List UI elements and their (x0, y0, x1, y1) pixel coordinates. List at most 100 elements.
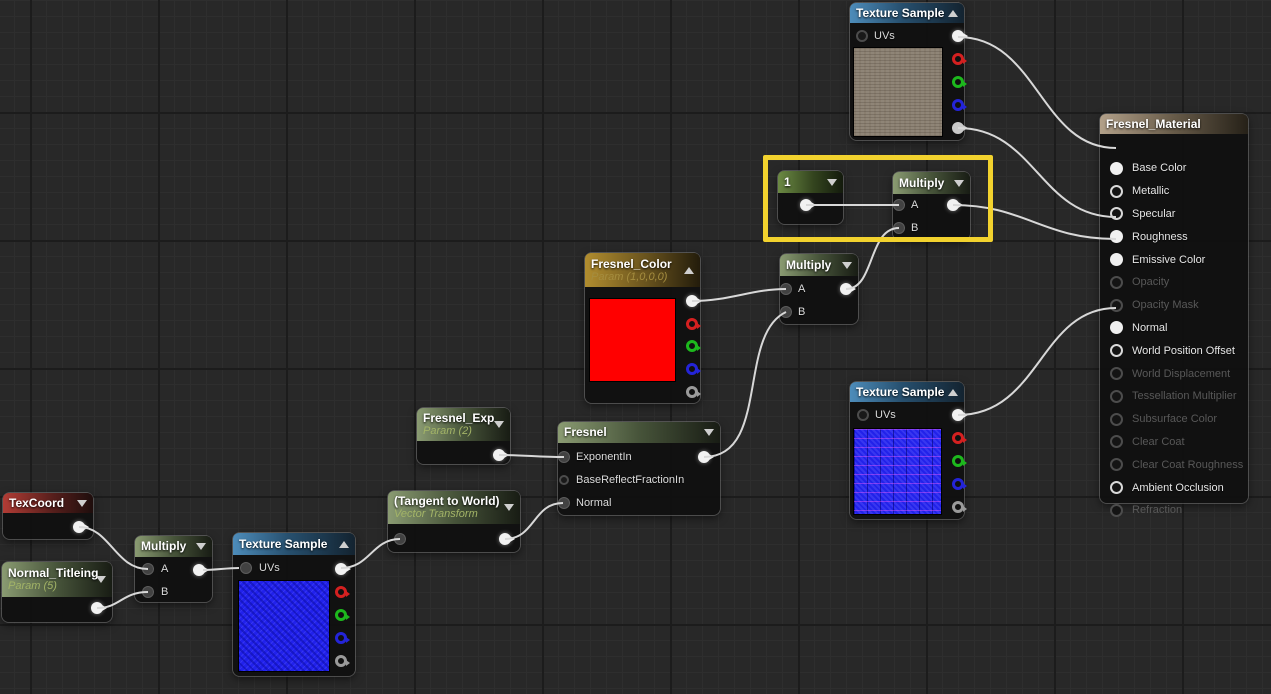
uvs-input-pin[interactable] (240, 562, 252, 574)
node-constant-one[interactable]: 1 (778, 171, 843, 224)
material-pin-row[interactable]: Specular (1100, 203, 1248, 226)
wire-fresnelcolor-to-multiply-a[interactable] (691, 288, 787, 302)
node-normal-tiling[interactable]: Normal_Titleing Param (5) (2, 562, 112, 622)
uvs-input-pin[interactable] (857, 409, 869, 421)
vector-input-pin[interactable] (394, 533, 406, 545)
node-header[interactable]: TexCoord (3, 493, 93, 513)
dropdown-icon[interactable] (842, 261, 852, 269)
g-output-pin[interactable] (952, 76, 967, 88)
node-vector-transform[interactable]: (Tangent to World) Vector Transform (388, 491, 520, 552)
node-fresnel-exp[interactable]: Fresnel_Exp Param (2) (417, 408, 510, 464)
node-header[interactable]: Normal_Titleing Param (5) (2, 562, 112, 597)
collapse-icon[interactable] (948, 9, 958, 17)
result-output-pin[interactable] (698, 451, 714, 463)
b-input-pin[interactable] (142, 586, 154, 598)
b-output-pin[interactable] (686, 363, 701, 375)
ambient-occlusion-pin[interactable] (1110, 481, 1123, 495)
dropdown-icon[interactable] (494, 421, 504, 428)
a-input-pin[interactable] (780, 283, 792, 295)
a-output-pin[interactable] (335, 655, 350, 667)
g-output-pin[interactable] (686, 340, 701, 352)
node-header[interactable]: Fresnel_Exp Param (2) (417, 408, 510, 441)
value-output-pin[interactable] (91, 602, 107, 614)
node-header[interactable]: Texture Sample (850, 3, 964, 23)
material-pin-row[interactable]: Normal (1100, 317, 1248, 340)
material-pin-row[interactable]: Ambient Occlusion (1100, 476, 1248, 499)
material-pin-row[interactable]: World Position Offset (1100, 339, 1248, 362)
b-input-pin[interactable] (780, 306, 792, 318)
exponentin-input-pin[interactable] (558, 451, 570, 463)
a-output-pin[interactable] (952, 501, 967, 513)
refraction-pin (1110, 503, 1123, 517)
specular-pin[interactable] (1110, 207, 1123, 221)
wire-texsample-rgb-to-basecolor[interactable] (957, 36, 1117, 149)
dropdown-icon[interactable] (827, 178, 837, 186)
value-output-pin[interactable] (493, 449, 509, 461)
dropdown-icon[interactable] (96, 576, 106, 583)
rgb-output-pin[interactable] (952, 409, 968, 421)
rgb-output-pin[interactable] (952, 30, 968, 42)
node-texture-sample-bottom[interactable]: Texture Sample UVs (233, 533, 355, 676)
node-header[interactable]: (Tangent to World) Vector Transform (388, 491, 520, 524)
a-output-pin[interactable] (686, 386, 701, 398)
a-input-pin[interactable] (142, 563, 154, 575)
wire-normalmap-rgb-to-normal[interactable] (957, 307, 1117, 416)
r-output-pin[interactable] (952, 53, 967, 65)
node-title: 1 (784, 174, 791, 189)
a-output-pin[interactable] (952, 122, 968, 134)
node-fresnel[interactable]: Fresnel ExponentIn BaseReflectFractionIn… (558, 422, 720, 515)
world-position-offset-pin[interactable] (1110, 344, 1123, 358)
basereflectfractionin-input-pin[interactable] (559, 475, 569, 485)
node-multiply-bottom[interactable]: Multiply A B (135, 536, 212, 602)
uvs-input-pin[interactable] (856, 30, 868, 42)
node-header[interactable]: Fresnel_Color Param (1,0,0,0) (585, 253, 700, 287)
node-header[interactable]: Multiply (135, 536, 212, 557)
b-output-pin[interactable] (952, 478, 967, 490)
rgb-output-pin[interactable] (335, 563, 351, 575)
result-output-pin[interactable] (193, 564, 209, 576)
dropdown-icon[interactable] (77, 499, 87, 507)
uv-output-pin[interactable] (73, 521, 89, 533)
node-header[interactable]: Fresnel_Material (1100, 114, 1248, 134)
node-header[interactable]: Multiply (893, 172, 970, 194)
node-texcoord[interactable]: TexCoord (3, 493, 93, 539)
collapse-icon[interactable] (948, 388, 958, 396)
emissive-color-pin[interactable] (1110, 253, 1123, 267)
node-multiply-middle[interactable]: Multiply A B (780, 254, 858, 324)
roughness-pin[interactable] (1110, 230, 1123, 244)
node-texture-sample-normalmap[interactable]: Texture Sample UVs (850, 382, 968, 519)
b-output-pin[interactable] (952, 99, 967, 111)
normal-input-pin[interactable] (558, 497, 570, 509)
node-fresnel-color[interactable]: Fresnel_Color Param (1,0,0,0) (585, 253, 702, 403)
result-output-pin[interactable] (840, 283, 856, 295)
normal-pin[interactable] (1110, 321, 1123, 335)
rgb-output-pin[interactable] (686, 295, 702, 307)
result-output-pin[interactable] (499, 533, 515, 545)
b-output-pin[interactable] (335, 632, 350, 644)
r-output-pin[interactable] (952, 432, 967, 444)
r-output-pin[interactable] (335, 586, 350, 598)
node-header[interactable]: Texture Sample (850, 382, 964, 402)
node-texture-sample-top[interactable]: Texture Sample UVs (850, 3, 968, 140)
node-fresnel-material[interactable]: Fresnel_Material Base Color Metallic Spe… (1100, 114, 1248, 517)
collapse-icon[interactable] (684, 266, 694, 274)
metallic-pin[interactable] (1110, 184, 1123, 198)
material-pin-row[interactable]: Emissive Color (1100, 248, 1248, 271)
node-header[interactable]: Texture Sample (233, 533, 355, 555)
dropdown-icon[interactable] (196, 543, 206, 550)
material-pin-row[interactable]: Metallic (1100, 180, 1248, 203)
g-output-pin[interactable] (335, 609, 350, 621)
r-output-pin[interactable] (686, 318, 701, 330)
material-pin-row[interactable]: Roughness (1100, 225, 1248, 248)
collapse-icon[interactable] (339, 540, 349, 548)
base-color-pin[interactable] (1110, 161, 1123, 175)
node-header[interactable]: 1 (778, 171, 843, 193)
g-output-pin[interactable] (952, 455, 967, 467)
node-header[interactable]: Multiply (780, 254, 858, 276)
dropdown-icon[interactable] (704, 429, 714, 436)
node-header[interactable]: Fresnel (558, 422, 720, 443)
material-pin-row: Opacity Mask (1100, 294, 1248, 317)
dropdown-icon[interactable] (504, 504, 514, 511)
material-pin-row[interactable]: Base Color (1100, 157, 1248, 180)
